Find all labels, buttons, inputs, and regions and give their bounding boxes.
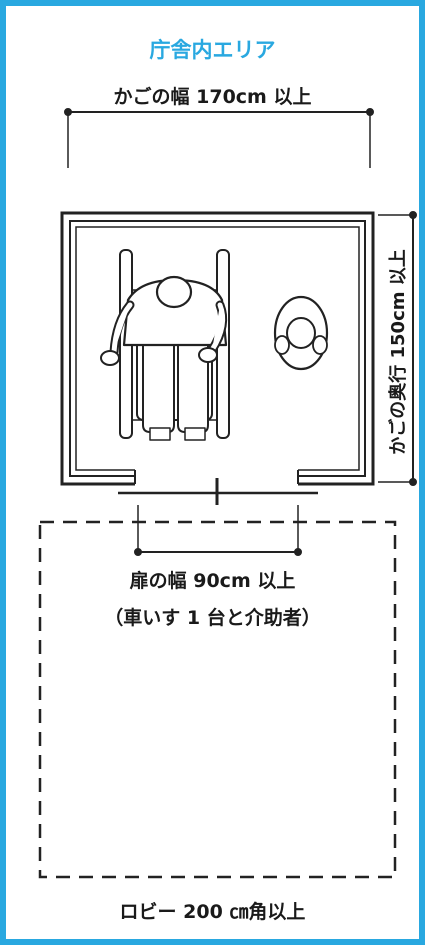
wheelchair-user-figure (100, 249, 230, 441)
attendant-figure (273, 295, 329, 371)
door-width-label: 扉の幅 90cm 以上 (129, 570, 296, 592)
area-title: 庁舎内エリア (149, 38, 276, 62)
door-line (118, 478, 318, 505)
lobby-area-outline (38, 520, 397, 879)
lobby-size-label: ロビー 200 ㎝角以上 (119, 901, 306, 923)
car-width-dimension (64, 108, 374, 168)
elevator-car (60, 211, 375, 486)
door-width-dimension (134, 505, 302, 556)
car-width-label: かごの幅 170cm 以上 (113, 86, 312, 108)
car-depth-dimension (378, 211, 417, 486)
capacity-note: （車いす 1 台と介助者） (104, 607, 321, 629)
car-depth-label: かごの奥行 150cm 以上 (388, 249, 409, 455)
